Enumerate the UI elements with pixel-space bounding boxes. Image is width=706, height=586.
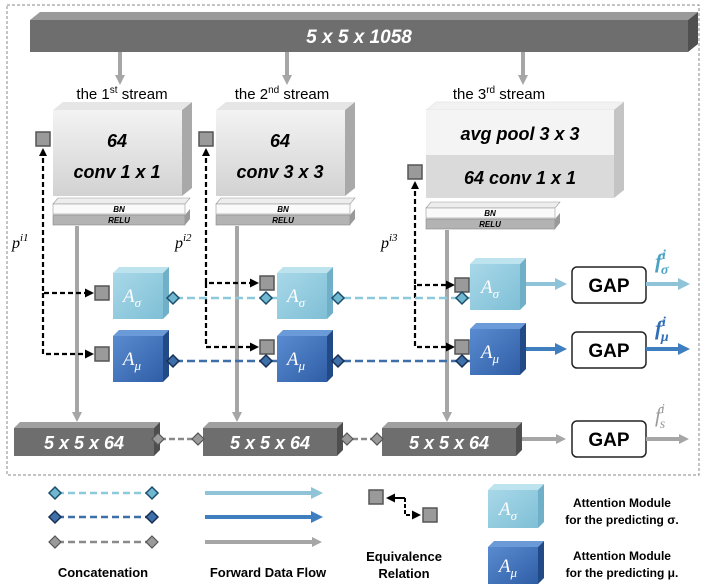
legend-equivalence-2: Relation: [378, 566, 429, 581]
stream-2-attention-routes: [204, 150, 259, 352]
stream-2-title: the 2nd stream: [235, 85, 330, 103]
gap-s-box: GAP: [571, 420, 647, 458]
stream-1-sigma-module: Aσ: [113, 267, 169, 319]
stream-1-conv-line1: 64: [107, 131, 127, 151]
stream-2-mu-concat-in: [258, 353, 274, 369]
svg-text:5 x 5 x 64: 5 x 5 x 64: [230, 433, 310, 453]
svg-text:RELU: RELU: [272, 216, 294, 225]
stream-1-bn-relu: BN RELU: [52, 197, 191, 226]
stream-2-bn-relu: BN RELU: [215, 197, 356, 226]
stream-2-conv-line1: 64: [270, 131, 290, 151]
svg-text:RELU: RELU: [108, 216, 130, 225]
stream-2-sigma-module: Aσ: [277, 267, 333, 319]
stream-3-sigma-concat-in: [454, 290, 470, 306]
stream-3-attention-routes: [413, 183, 455, 352]
stream-3-mu-module: Aμ: [470, 323, 526, 375]
svg-text:Aμ: Aμ: [285, 349, 306, 373]
legend-equivalence-1: Equivalence: [366, 549, 442, 564]
stream-3-p-label: pi3: [380, 232, 398, 252]
legend-att-mu-2: for the predicting μ.: [566, 566, 679, 580]
svg-text:GAP: GAP: [588, 341, 630, 362]
stream-1-mu-module: Aμ: [113, 330, 169, 382]
gap-sigma-box: GAP: [571, 266, 647, 304]
stream-2-sigma-input: [259, 275, 275, 291]
stream-1-conv-block: 64 conv 1 x 1: [53, 102, 192, 196]
stream-2-sigma-concat-in: [258, 290, 274, 306]
stream-1-sigma-concat-node: [165, 290, 181, 306]
stream-2-sigma-concat-out: [330, 290, 346, 306]
svg-text:Aμ: Aμ: [121, 349, 142, 373]
stream-3-conv-label: 64 conv 1 x 1: [464, 168, 576, 188]
svg-text:BN: BN: [277, 205, 289, 214]
stream-3-sigma-input: [454, 277, 470, 293]
output-concat-node-2: [191, 432, 205, 446]
output-concat-node-4: [370, 432, 384, 446]
stream-3-conv-block: avg pool 3 x 3 64 conv 1 x 1: [425, 101, 625, 198]
stream-1-sigma-input: [94, 285, 110, 301]
stream-2-p-label: pi2: [174, 232, 192, 252]
svg-text:BN: BN: [113, 205, 125, 214]
gap-mu-box: GAP: [571, 331, 647, 369]
stream-3-mu-concat-in: [454, 353, 470, 369]
stream-1-title: the 1st stream: [76, 85, 167, 103]
stream-3-title: the 3rd stream: [453, 85, 545, 103]
stream-1-mu-concat-node: [165, 353, 181, 369]
stream-3-sigma-module: Aσ: [470, 258, 526, 310]
svg-text:Aσ: Aσ: [285, 286, 306, 310]
legend-forward: Forward Data Flow: [210, 565, 327, 580]
legend-att-sigma-1: Attention Module: [573, 496, 671, 510]
svg-text:GAP: GAP: [588, 430, 630, 451]
stream-1-attention-routes: [41, 150, 94, 359]
input-block: 5 x 5 x 1058: [30, 12, 698, 52]
stream-3-mu-input: [454, 339, 470, 355]
output-concat-node-1: [151, 432, 165, 446]
svg-text:5 x 5 x 64: 5 x 5 x 64: [44, 433, 124, 453]
svg-text:RELU: RELU: [479, 220, 501, 229]
svg-text:Aσ: Aσ: [479, 277, 500, 301]
stream-1-p-label: pi1: [11, 232, 29, 252]
stream-2-p-node: [198, 131, 214, 147]
stream-1-conv-line2: conv 1 x 1: [73, 162, 160, 182]
stream-2-mu-concat-out: [330, 353, 346, 369]
stream-1-p-node: [35, 131, 51, 147]
svg-text:Aμ: Aμ: [479, 342, 500, 366]
svg-text:Aμ: Aμ: [497, 556, 518, 580]
output-concat-node-3: [340, 432, 354, 446]
svg-text:Aσ: Aσ: [121, 286, 142, 310]
stream-2-conv-line2: conv 3 x 3: [236, 162, 323, 182]
legend-concatenation: Concatenation: [58, 565, 148, 580]
stream-3-bn-relu: BN RELU: [425, 201, 561, 230]
stream-2-mu-module: Aμ: [277, 330, 333, 382]
legend-att-mu-1: Attention Module: [573, 549, 671, 563]
svg-text:Aσ: Aσ: [497, 499, 518, 523]
stream-1-mu-input: [94, 346, 110, 362]
outer-frame: [6, 4, 700, 476]
svg-text:BN: BN: [484, 209, 496, 218]
stream-2-output-block: 5 x 5 x 64: [203, 422, 343, 456]
stream-1-output-block: 5 x 5 x 64: [14, 422, 160, 456]
stream-3-output-block: 5 x 5 x 64: [382, 422, 522, 456]
stream-2-conv-block: 64 conv 3 x 3: [216, 102, 355, 196]
stream-2-mu-input: [259, 339, 275, 355]
stream-3-pool-label: avg pool 3 x 3: [460, 124, 579, 144]
stream-3-p-node: [407, 164, 423, 180]
svg-text:GAP: GAP: [588, 276, 630, 297]
input-block-label: 5 x 5 x 1058: [306, 27, 412, 48]
legend: Concatenation Forward Data Flow Equivale…: [47, 484, 679, 584]
svg-text:5 x 5 x 64: 5 x 5 x 64: [409, 433, 489, 453]
legend-att-sigma-2: for the predicting σ.: [565, 513, 679, 527]
